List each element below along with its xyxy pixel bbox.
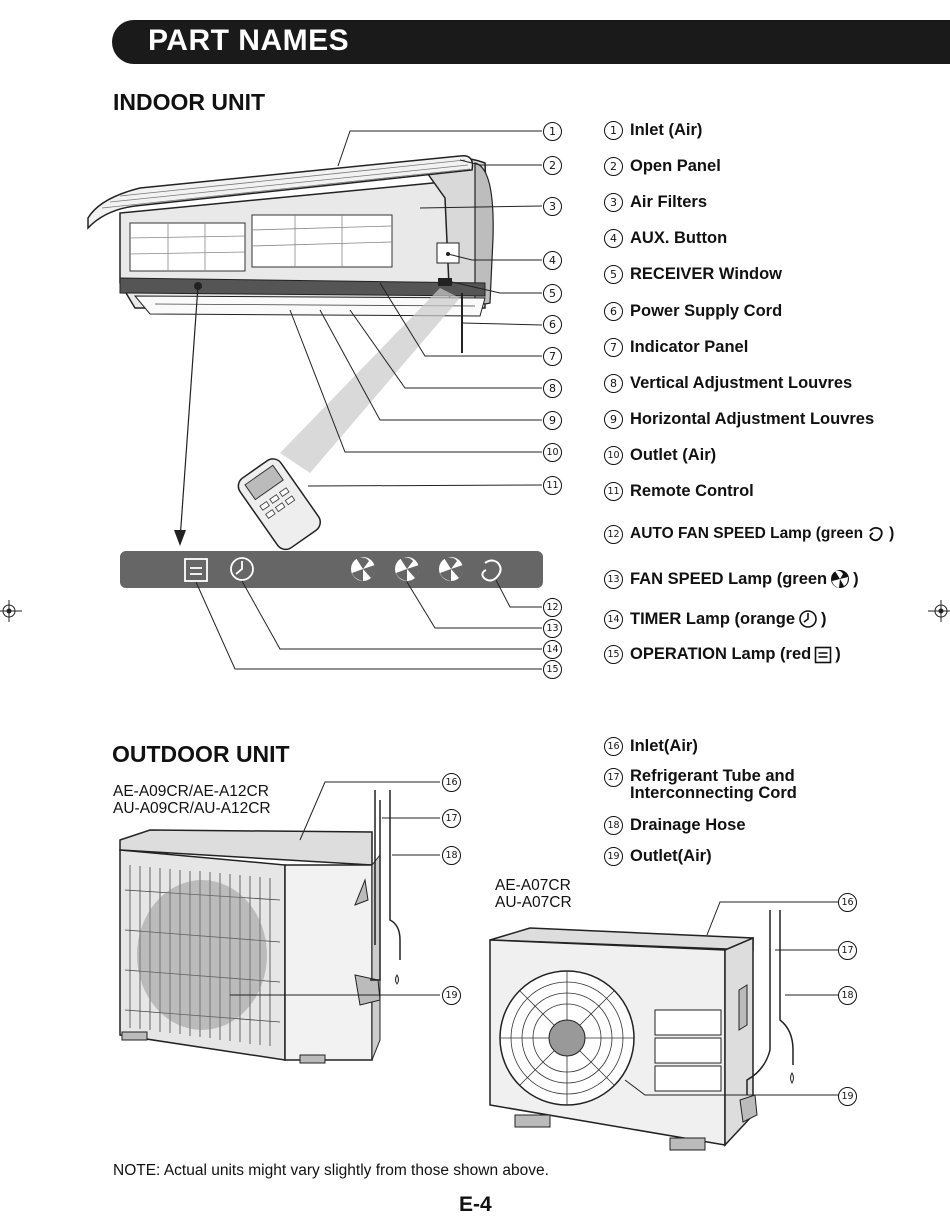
outdoor-unit-title: OUTDOOR UNIT xyxy=(112,741,290,767)
outdoor-unit-a-diagram xyxy=(119,781,440,1064)
registration-mark-left xyxy=(0,600,22,622)
indoor-unit-diagram xyxy=(87,130,543,670)
model-label-b: AE-A07CR AU-A07CR xyxy=(495,877,572,911)
indoor-unit-title: INDOOR UNIT xyxy=(113,89,266,115)
note-text: NOTE: Actual units might vary slightly f… xyxy=(113,1162,549,1179)
header-bar xyxy=(112,20,950,64)
model-label-a: AE-A09CR/AE-A12CR AU-A09CR/AU-A12CR xyxy=(113,783,271,817)
fan-icon xyxy=(831,570,850,588)
auto-fan-icon xyxy=(869,526,883,542)
operation-icon xyxy=(814,646,832,663)
registration-mark-right xyxy=(928,600,950,622)
outdoor-unit-b-diagram xyxy=(489,901,840,1151)
timer-icon xyxy=(799,610,817,628)
page-title: PART NAMES xyxy=(148,24,350,57)
page-number: E-4 xyxy=(459,1193,492,1216)
